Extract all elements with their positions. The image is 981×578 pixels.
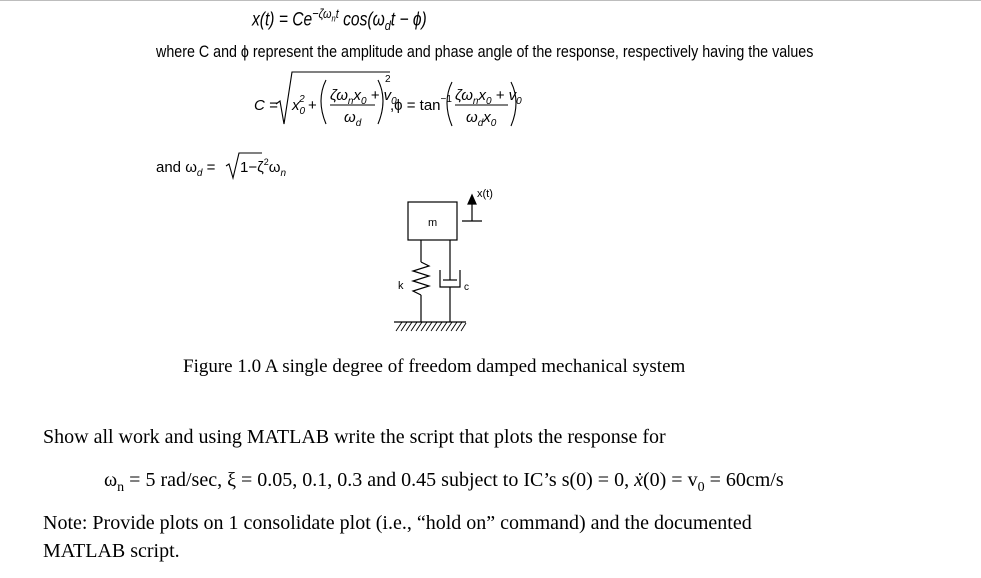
paren-left-1 xyxy=(320,79,327,125)
response-equation: x(t) = Ce−ζωnt cos(ωdt − ϕ) xyxy=(252,6,427,34)
spring-label: k xyxy=(398,280,404,292)
top-border-line xyxy=(0,0,981,1)
displacement-arrow-head xyxy=(467,193,477,205)
svg-text:1−ζ2ωn: 1−ζ2ωn xyxy=(240,157,286,179)
paren-right-2 xyxy=(510,81,517,127)
svg-text:2: 2 xyxy=(385,74,391,85)
parameters-line: ωn = 5 rad/sec, ξ = 0.05, 0.1, 0.3 and 0… xyxy=(104,469,784,495)
ground-hatching xyxy=(395,321,467,332)
frac2-numerator: ζωnx0 + v0 xyxy=(455,87,522,107)
wd-equation: and ωd = 1−ζ2ωn xyxy=(156,152,286,181)
note-line-1: Note: Provide plots on 1 consolidate plo… xyxy=(43,512,752,534)
svg-text:and ωd =: and ωd = xyxy=(156,159,216,179)
svg-text:+: + xyxy=(308,97,317,114)
mass-block xyxy=(407,201,458,241)
figure-caption: Figure 1.0 A single degree of freedom da… xyxy=(183,356,686,377)
c-lhs: C = xyxy=(254,97,278,114)
wd-radical-sign xyxy=(225,152,262,181)
phi-lhs: ,ϕ = tan−1 xyxy=(390,94,452,114)
c-radical-sign xyxy=(275,71,390,125)
frac2-denominator: ωdx0 xyxy=(466,109,497,129)
mass-label: m xyxy=(428,217,437,229)
task-statement: Show all work and using MATLAB write the… xyxy=(43,426,666,448)
spring-coil xyxy=(410,261,432,296)
x0-term: x02 xyxy=(291,94,306,117)
frac1-numerator: ζωnx0 + v0 xyxy=(330,87,397,107)
paren-left-2 xyxy=(446,81,453,127)
displacement-label: x(t) xyxy=(477,188,493,200)
frac1-denominator: ωd xyxy=(344,109,362,129)
mass-spring-damper-figure: m k c x(t) xyxy=(394,188,493,332)
paren-right-1 xyxy=(377,79,384,125)
note-line-2: MATLAB script. xyxy=(43,540,180,562)
damper-label: c xyxy=(464,282,469,293)
where-sentence: where C and ϕ represent the amplitude an… xyxy=(156,42,814,61)
